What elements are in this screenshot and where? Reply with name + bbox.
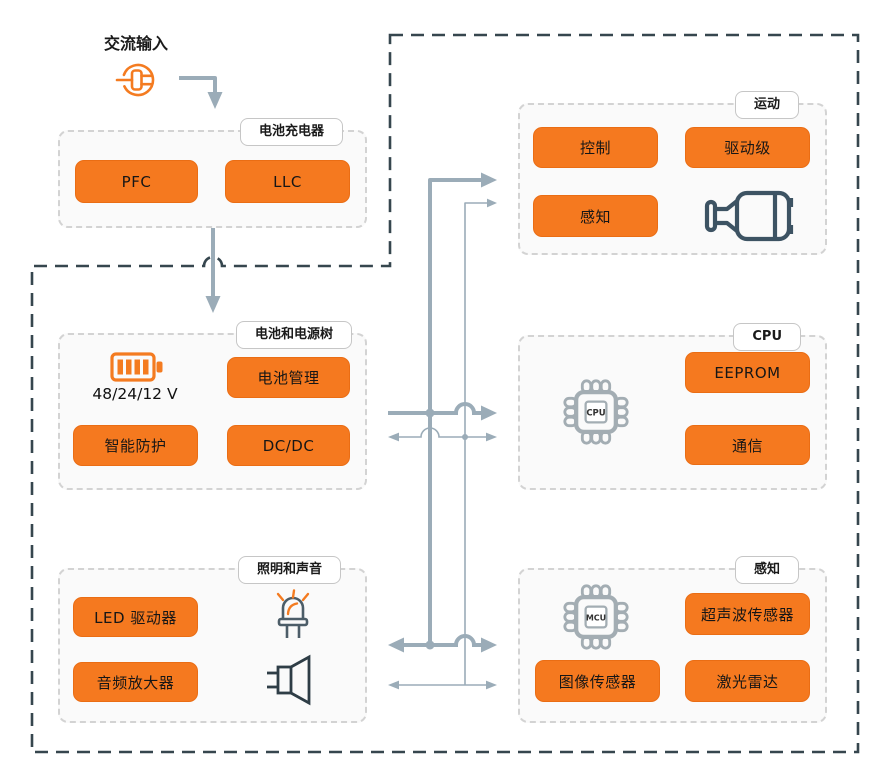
- group-battery-charger: 电池充电器 PFC LLC: [58, 118, 367, 228]
- block-llc[interactable]: LLC: [225, 160, 350, 203]
- lighting-sensing-signal-line: [388, 680, 497, 690]
- block-communication[interactable]: 通信: [685, 425, 810, 465]
- group-battery-power-tree: 电池和电源树 48/24/12 V 电池管理 智能防护 DC/DC: [58, 321, 367, 490]
- signal-bus: [464, 198, 497, 685]
- power-bus: [428, 172, 497, 645]
- block-motion-sensing[interactable]: 感知: [533, 195, 658, 237]
- block-battery-management[interactable]: 电池管理: [227, 357, 350, 398]
- battery-icon: [110, 352, 163, 382]
- block-led-driver[interactable]: LED 驱动器: [73, 597, 198, 637]
- mcu-chip-icon: MCU: [563, 584, 629, 650]
- system-boundary: [30, 33, 860, 754]
- group-lighting-sound: 照明和声音 LED 驱动器 音频放大器: [58, 556, 367, 723]
- group-cpu: CPU CPU EEPROM 通信: [518, 323, 827, 490]
- motor-icon: [704, 190, 794, 242]
- group-title-motion: 运动: [734, 91, 799, 119]
- group-title-lighting-sound: 照明和声音: [237, 556, 341, 584]
- speaker-icon: [267, 654, 311, 706]
- block-motor-control[interactable]: 控制: [533, 127, 658, 168]
- led-icon: [276, 589, 310, 638]
- ac-plug-icon: [115, 63, 155, 97]
- block-pfc[interactable]: PFC: [75, 160, 198, 203]
- mcu-chip-label: MCU: [586, 613, 606, 622]
- block-ultrasonic-sensor[interactable]: 超声波传感器: [685, 593, 810, 635]
- group-sensing: 感知 MCU 超声波传感器 图像传感器 激光雷达: [518, 556, 827, 723]
- block-drive-stage[interactable]: 驱动级: [685, 127, 810, 168]
- block-image-sensor[interactable]: 图像传感器: [535, 660, 660, 702]
- charger-to-battery-arrow: [205, 228, 221, 313]
- group-title-battery-power-tree: 电池和电源树: [235, 321, 352, 349]
- block-audio-amplifier[interactable]: 音频放大器: [73, 662, 198, 702]
- ac-to-charger-arrow: [179, 76, 223, 109]
- block-lidar[interactable]: 激光雷达: [685, 660, 810, 702]
- block-dcdc[interactable]: DC/DC: [227, 425, 350, 466]
- battery-cpu-signal-line: [388, 427, 497, 442]
- cpu-chip-label: CPU: [586, 408, 605, 418]
- group-motion: 运动 控制 驱动级 感知: [518, 91, 827, 255]
- block-eeprom[interactable]: EEPROM: [685, 352, 810, 393]
- block-smart-protection[interactable]: 智能防护: [73, 425, 198, 466]
- group-title-sensing: 感知: [734, 556, 799, 584]
- ac-input-label: 交流输入: [104, 34, 169, 53]
- lighting-sensing-power-line: [388, 634, 497, 653]
- group-title-battery-charger: 电池充电器: [239, 118, 343, 146]
- battery-voltage-label: 48/24/12 V: [92, 385, 178, 403]
- group-title-cpu: CPU: [733, 323, 801, 351]
- cpu-chip-icon: CPU: [563, 379, 629, 445]
- battery-to-cpu-power-line: [388, 402, 497, 421]
